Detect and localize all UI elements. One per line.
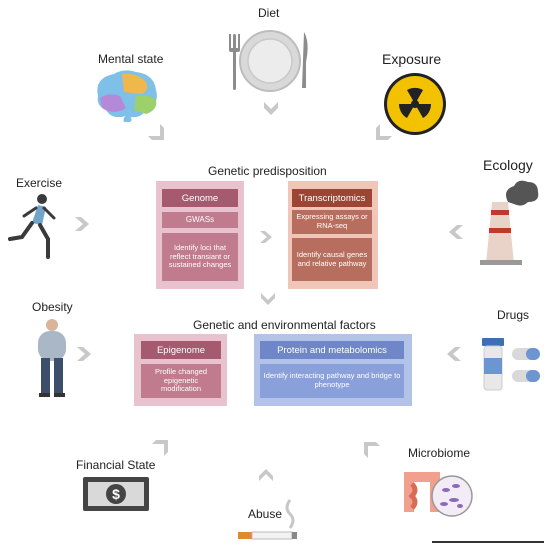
label-financial-state: Financial State — [76, 458, 156, 472]
arrow-abuse — [259, 469, 273, 481]
label-exercise: Exercise — [16, 176, 63, 190]
cigarette-icon — [238, 499, 297, 540]
arrow-exercise — [75, 217, 89, 231]
genome-header: Genome — [162, 189, 238, 207]
arrow-down-center — [261, 293, 275, 305]
brain-icon — [97, 70, 157, 122]
arrow-ecology — [449, 225, 463, 239]
transcriptomics-item-assays: Expressing assays or RNA-seq — [292, 210, 372, 234]
genome-item-loci: Identify loci that reflect transiant or … — [162, 233, 238, 281]
arrow-obesity — [77, 347, 91, 361]
label-ecology: Ecology — [483, 157, 533, 173]
label-mental-state: Mental state — [98, 52, 164, 66]
arrow-genome-to-trans — [260, 231, 272, 243]
label-microbiome: Microbiome — [408, 446, 471, 460]
arrow-exposure — [376, 124, 392, 140]
factory-icon — [480, 180, 539, 265]
arrow-microbiome — [364, 442, 380, 458]
label-drugs: Drugs — [497, 308, 530, 322]
section-title-genetic-predisposition: Genetic predisposition — [208, 164, 327, 178]
svg-text:$: $ — [112, 486, 120, 502]
epigenome-header: Epigenome — [141, 341, 221, 359]
runner-icon — [8, 194, 56, 259]
label-obesity: Obesity — [32, 300, 73, 314]
label-exposure: Exposure — [382, 51, 442, 67]
person-icon — [38, 319, 66, 397]
radiation-icon — [384, 73, 446, 135]
protein-header: Protein and metabolomics — [260, 341, 404, 359]
epigenome-item-profile: Profile changed epigenetic modification — [141, 364, 221, 398]
arrow-financial — [152, 440, 168, 456]
microbiome-icon — [404, 472, 473, 517]
arrow-drugs — [447, 347, 461, 361]
arrow-down-diet — [264, 102, 278, 115]
genome-item-gwas: GWASs — [162, 212, 238, 228]
plate-icon — [229, 30, 308, 92]
pills-icon — [482, 338, 540, 391]
divider-line — [432, 541, 544, 543]
transcriptomics-item-causal: Identify causal genes and relative pathw… — [292, 238, 372, 281]
label-abuse: Abuse — [248, 507, 283, 521]
transcriptomics-header: Transcriptomics — [292, 189, 372, 207]
protein-item-pathway: Identify interacting pathway and bridge … — [260, 364, 404, 398]
label-diet: Diet — [258, 6, 280, 20]
banknote-icon: $ — [83, 477, 149, 511]
section-title-genetic-environmental: Genetic and environmental factors — [193, 318, 376, 332]
arrow-mental — [148, 124, 164, 140]
